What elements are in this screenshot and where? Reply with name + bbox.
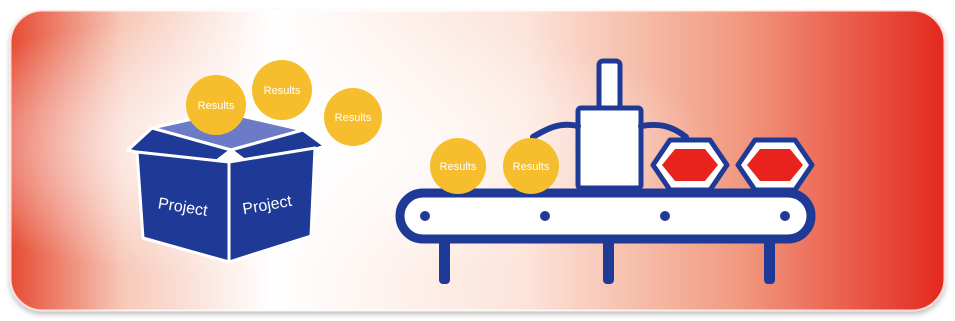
- belt-roller: [420, 211, 430, 221]
- results-coin-label: Results: [264, 85, 301, 97]
- results-coin: Results: [324, 88, 382, 146]
- output-product-hexagon: [738, 140, 812, 190]
- results-coin-label: Results: [335, 112, 372, 124]
- results-coin: Results: [430, 138, 486, 194]
- results-coin: Results: [503, 138, 559, 194]
- belt-roller: [780, 211, 790, 221]
- machine-pipe: [599, 61, 620, 110]
- project-box: Project Project: [128, 112, 325, 262]
- conveyor-belt: [400, 193, 811, 239]
- machine-body: [578, 108, 641, 188]
- belt-roller: [660, 211, 670, 221]
- results-coin-label: Results: [198, 100, 235, 112]
- results-coin-label: Results: [513, 161, 550, 173]
- belt-roller: [540, 211, 550, 221]
- results-coin: Results: [252, 60, 312, 120]
- output-product-hexagon: [653, 140, 727, 190]
- results-coin: Results: [186, 75, 246, 135]
- results-coin-label: Results: [440, 161, 477, 173]
